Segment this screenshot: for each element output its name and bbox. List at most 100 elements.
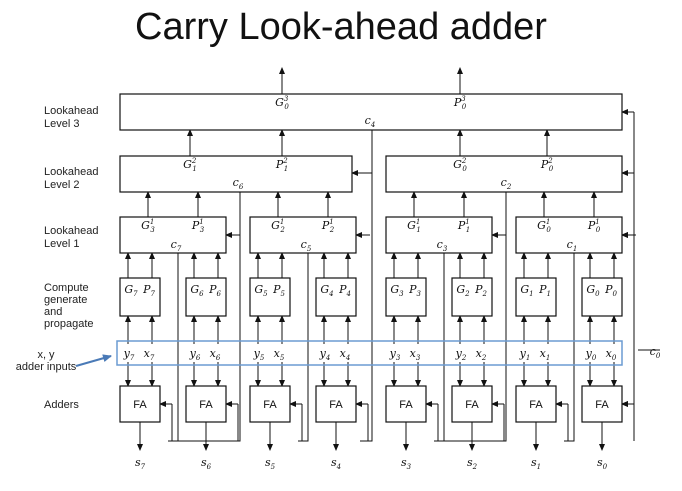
gp-P-label-bit-5: P5 xyxy=(272,283,285,298)
sum-output-label-bit-2: s2 xyxy=(467,456,478,471)
gp-G-label-bit-0: G0 xyxy=(586,283,600,298)
sum-output-label-bit-3: s3 xyxy=(401,456,412,471)
lookahead-level1-box-4 xyxy=(515,216,623,254)
gp-G-label-bit-5: G5 xyxy=(254,283,268,298)
input-x-label-bit-4: x4 xyxy=(340,347,351,362)
sum-output-label-bit-0: s0 xyxy=(597,456,608,471)
row-label-level1-line-1: Lookahead xyxy=(44,225,98,237)
gp-box-bit-2 xyxy=(451,277,493,317)
input-y-label-bit-7: y7 xyxy=(123,347,135,362)
gp-P-label-bit-2: P2 xyxy=(474,283,487,298)
gp-box-bit-6 xyxy=(185,277,227,317)
level1-box-4-carry-label: c1 xyxy=(567,238,578,253)
gp-box-bit-5 xyxy=(249,277,291,317)
full-adder-label-bit-0: FA xyxy=(595,399,609,411)
full-adder-label-bit-2: FA xyxy=(465,399,479,411)
callout-label-line-1: x, y xyxy=(37,349,55,361)
full-adder-box-bit-7 xyxy=(119,385,161,423)
input-x-label-bit-1: x1 xyxy=(540,347,551,362)
lookahead-level1-box-1 xyxy=(119,216,227,254)
callout-arrow xyxy=(75,354,112,367)
input-x-label-bit-0: x0 xyxy=(606,347,617,362)
input-y-label-bit-4: y4 xyxy=(319,347,331,362)
row-label-compute-line-4: propagate xyxy=(44,318,94,330)
lookahead-level1-box-2 xyxy=(249,216,357,254)
full-adder-box-bit-2 xyxy=(451,385,493,423)
level1-box-1-carry-down xyxy=(168,253,179,442)
c6-down-wire xyxy=(168,192,241,442)
input-y-label-bit-5: y5 xyxy=(253,347,265,362)
gp-P-label-bit-1: P1 xyxy=(538,283,551,298)
full-adder-label-bit-5: FA xyxy=(263,399,277,411)
full-adder-box-bit-5 xyxy=(249,385,291,423)
sum-output-label-bit-5: s5 xyxy=(265,456,276,471)
gp-P-label-bit-3: P3 xyxy=(408,283,421,298)
gp-G-label-bit-2: G2 xyxy=(456,283,470,298)
row-label-level3-line-1: Lookahead xyxy=(44,105,98,117)
carry-in-label: c0 xyxy=(650,345,661,360)
input-x-label-bit-5: x5 xyxy=(274,347,285,362)
level2-box-1-carry-label: c6 xyxy=(233,176,244,191)
row-label-level1-line-2: Level 1 xyxy=(44,238,79,250)
input-x-label-bit-3: x3 xyxy=(410,347,421,362)
c2-down-wire xyxy=(440,192,507,442)
gp-G-label-bit-7: G7 xyxy=(124,283,138,298)
lookahead-level3-box xyxy=(119,93,623,131)
input-highlight-box xyxy=(116,340,623,366)
full-adder-label-bit-1: FA xyxy=(529,399,543,411)
row-label-level2-line-2: Level 2 xyxy=(44,179,79,191)
sum-output-label-bit-7: s7 xyxy=(135,456,146,471)
diagram-title: Carry Look-ahead adder xyxy=(135,6,547,48)
input-y-label-bit-0: y0 xyxy=(585,347,597,362)
full-adder-label-bit-7: FA xyxy=(133,399,147,411)
gp-G-label-bit-3: G3 xyxy=(390,283,404,298)
input-y-label-bit-6: y6 xyxy=(189,347,201,362)
input-x-label-bit-7: x7 xyxy=(144,347,155,362)
full-adder-label-bit-3: FA xyxy=(399,399,413,411)
row-label-compute-line-2: generate xyxy=(44,294,87,306)
full-adder-label-bit-4: FA xyxy=(329,399,343,411)
lookahead-level2-box-1 xyxy=(119,155,353,193)
input-x-label-bit-6: x6 xyxy=(210,347,221,362)
gp-G-label-bit-6: G6 xyxy=(190,283,204,298)
sum-output-label-bit-4: s4 xyxy=(331,456,341,471)
row-label-level3-line-2: Level 3 xyxy=(44,118,79,130)
input-y-label-bit-1: y1 xyxy=(519,347,531,362)
gp-box-bit-7 xyxy=(119,277,161,317)
level1-box-3-carry-down xyxy=(434,253,445,442)
input-y-label-bit-3: y3 xyxy=(389,347,401,362)
level1-box-1-carry-label: c7 xyxy=(171,238,182,253)
row-label-level2-line-1: Lookahead xyxy=(44,166,98,178)
sum-output-label-bit-1: s1 xyxy=(531,456,541,471)
gp-P-label-bit-4: P4 xyxy=(338,283,351,298)
gp-G-label-bit-4: G4 xyxy=(320,283,333,298)
gp-box-bit-0 xyxy=(581,277,623,317)
level2-box-2-carry-label: c2 xyxy=(501,176,512,191)
full-adder-box-bit-3 xyxy=(385,385,427,423)
c4-to-bit4-wire xyxy=(360,130,373,442)
level3-carry-label: c4 xyxy=(365,114,376,129)
callout-label-line-2: adder inputs xyxy=(16,361,77,373)
level1-box-2-carry-label: c5 xyxy=(301,238,312,253)
gp-P-label-bit-6: P6 xyxy=(208,283,221,298)
lookahead-level2-box-2 xyxy=(385,155,623,193)
level1-box-2-carry-down xyxy=(298,253,309,442)
gp-box-bit-4 xyxy=(315,277,357,317)
gp-P-label-bit-0: P0 xyxy=(604,283,617,298)
full-adder-box-bit-4 xyxy=(315,385,357,423)
full-adder-box-bit-6 xyxy=(185,385,227,423)
